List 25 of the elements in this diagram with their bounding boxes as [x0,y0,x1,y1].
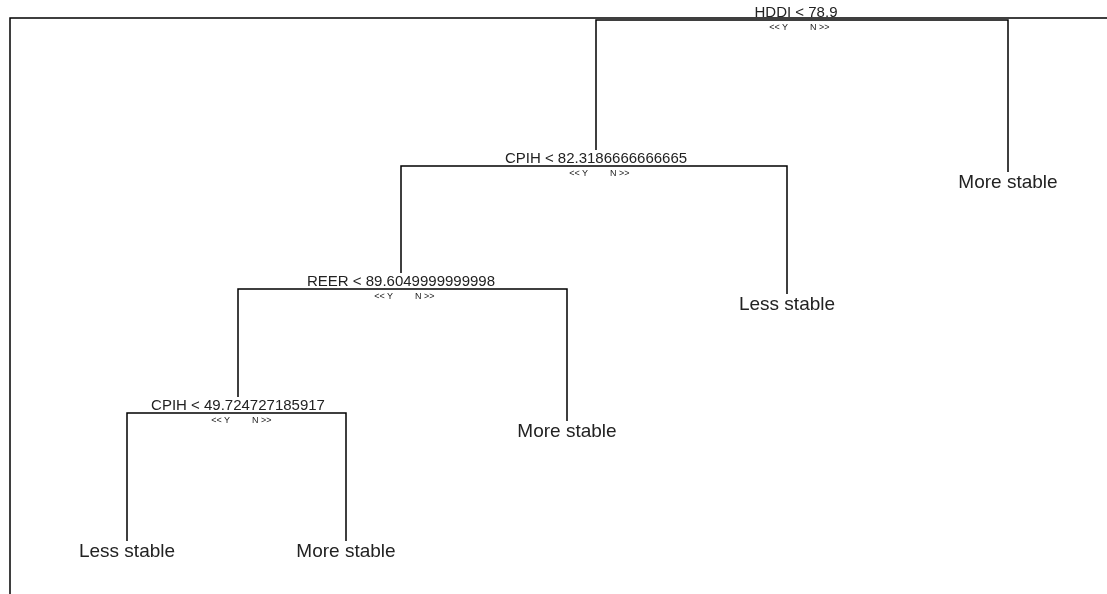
tree-branch [400,288,568,422]
tree-branch [595,165,788,295]
tree-branch [237,412,347,542]
tree-branch [595,19,797,151]
tree-branch [400,165,597,274]
leaf-label: More stable [296,541,396,560]
branch-label: << Y [769,23,788,32]
branch-label: N >> [415,292,435,301]
leaf-label: More stable [958,172,1058,191]
leaf-label: Less stable [78,541,176,560]
leaf-label: More stable [517,421,617,440]
branch-label: N >> [610,169,630,178]
leaf-label: Less stable [738,294,836,313]
branch-label: << Y [569,169,588,178]
split-condition: CPIH < 82.3186666666665 [504,150,688,165]
split-condition: REER < 89.6049999999998 [306,273,496,288]
branch-label: << Y [374,292,393,301]
tree-branch [795,19,1009,173]
split-condition: CPIH < 49.724727185917 [151,397,325,412]
branch-label: N >> [252,416,272,425]
tree-branch [237,288,402,398]
tree-branch [126,412,239,542]
branch-label: << Y [211,416,230,425]
split-condition: HDDI < 78.9 [754,4,838,19]
branch-label: N >> [810,23,830,32]
